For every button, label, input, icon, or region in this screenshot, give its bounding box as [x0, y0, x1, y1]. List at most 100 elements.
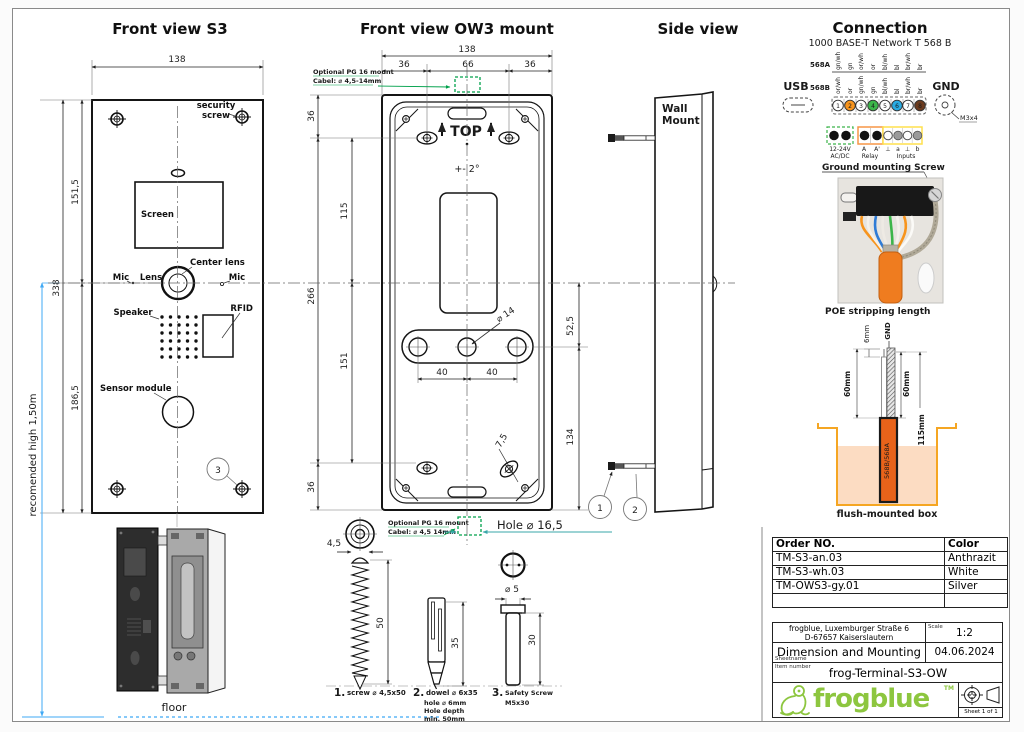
svg-text:6: 6: [895, 103, 899, 110]
poe-60l: 60mm: [843, 371, 852, 397]
poe-diagram: 6mm GND 60mm 60mm: [817, 322, 957, 520]
svg-text:bl: bl: [894, 64, 901, 70]
color-col-header: Color: [944, 537, 1008, 552]
table-row: TM-S3-wh.03 White: [772, 565, 1008, 580]
ground-screw-label: Ground mounting Screw: [822, 163, 945, 173]
side-wall-mount-2: Mount: [662, 115, 700, 127]
side-view: Wall Mount 1 2: [588, 91, 718, 521]
s3-dim-width: 138: [168, 55, 185, 65]
svg-text:5: 5: [883, 103, 887, 110]
s3-sensor-circle: [161, 395, 195, 429]
poe-6mm: 6mm: [863, 325, 871, 343]
s3-label-lens: Lens: [140, 273, 162, 283]
label-568b: 568B: [810, 84, 830, 92]
svg-text:b: b: [916, 146, 920, 153]
s3-label-mic-left: Mic: [113, 273, 129, 283]
s3-status-slot: [170, 168, 186, 178]
svg-text:bl/wh: bl/wh: [882, 78, 889, 94]
date-value: 04.06.2024: [934, 646, 995, 658]
hw-safety-num: 3.: [492, 687, 503, 699]
ow3-dim-hole-offset: 52,5: [566, 316, 576, 336]
hw-dowel-sub1: hole ⌀ 6mm: [424, 699, 466, 707]
s3-label-mic-right: Mic: [229, 273, 245, 283]
poe-60r: 60mm: [902, 371, 911, 397]
s3-recommended-height-label: recomended high 1,50m: [28, 394, 39, 517]
floor-label: floor: [162, 701, 187, 714]
photo-orange-cable: [878, 251, 903, 304]
svg-text:⊥: ⊥: [905, 146, 910, 153]
color-cell: Anthrazit: [944, 551, 1008, 566]
ow3-dim-width: 138: [458, 45, 475, 55]
s3-isometric-view: floor: [22, 513, 440, 718]
svg-text:2: 2: [848, 103, 852, 110]
side-callout-2: 2: [632, 506, 638, 516]
svg-text:gn: gn: [847, 62, 854, 70]
date-cell: 04.06.2024: [926, 643, 1003, 663]
table-row: TM-S3-an.03 Anthrazit: [772, 551, 1008, 566]
projection-symbol: [959, 683, 1003, 707]
hardware-screw: 4,5 50 1. screw ⌀ 4,5x50: [327, 517, 406, 699]
svg-text:bl/wh: bl/wh: [882, 54, 889, 70]
svg-text:Relay: Relay: [862, 153, 879, 160]
ow3-oval-screw-tl: [416, 131, 438, 145]
s3-label-security-2: screw: [202, 111, 230, 121]
order-no-cell: [772, 593, 945, 608]
gnd-screw-icon: [934, 94, 956, 116]
svg-text:4: 4: [871, 103, 875, 110]
ow3-dim-mid-seg: 66: [462, 60, 474, 70]
side-callout-2-circle: [623, 497, 647, 521]
order-col-header: Order NO.: [772, 537, 945, 552]
ow3-dim-bottom-span: 134: [566, 428, 576, 445]
ow3-hole-note: Hole ⌀ 16,5: [497, 518, 563, 532]
title-front-view-ow3: Front view OW3 mount: [360, 20, 554, 38]
table-row: TM-OWS3-gy.01 Silver: [772, 579, 1008, 594]
poe-gnd-wire: [886, 347, 896, 419]
hw-safety-len: 30: [528, 634, 538, 646]
hw-dowel-len: 35: [451, 637, 461, 648]
sheetname-label: Sheetname: [775, 656, 807, 662]
table-row: [772, 593, 1008, 608]
terminal-inputs: ⊥ a ⊥ b Inputs: [882, 126, 923, 160]
ow3-oval-screw-tr: [498, 131, 520, 145]
ow3-pg-cutout-bottom: [457, 516, 482, 536]
sheetname: Dimension and Mounting: [777, 645, 921, 659]
ow3-dim-bottom-offset: 36: [307, 481, 317, 493]
svg-text:br/wh: br/wh: [905, 53, 912, 70]
side-callout-1-circle: [588, 495, 612, 519]
ow3-dim-screen: 115: [340, 202, 350, 219]
item-number-label: Item number: [775, 664, 811, 670]
scale-value: 1:2: [956, 627, 973, 639]
ow3-pg-note-bottom-2: Cabel: ⌀ 4,5 14mm: [388, 528, 456, 536]
svg-text:AC/DC: AC/DC: [830, 153, 849, 160]
order-no-cell: TM-OWS3-gy.01: [772, 579, 945, 594]
svg-text:or/wh: or/wh: [835, 77, 842, 94]
s3-label-security-1: security: [197, 101, 236, 111]
item-number: frog-Terminal-S3-OW: [828, 666, 948, 680]
s3-dim-lower: 186,5: [71, 385, 81, 411]
item-number-cell: Item number frog-Terminal-S3-OW: [773, 663, 1003, 683]
company-address: frogblue, Luxemburger Straße 6 D-67657 K…: [773, 623, 926, 643]
hw-screw-num: 1.: [334, 687, 345, 699]
ow3-dim-screw-span: 266: [307, 287, 317, 304]
trademark: TM: [943, 685, 954, 692]
s3-screen-outline: [134, 181, 224, 249]
title-side-view: Side view: [657, 20, 739, 38]
hw-safety-sub: M5x30: [505, 699, 530, 707]
frog-icon: [780, 685, 810, 716]
svg-text:or/wh: or/wh: [858, 53, 865, 70]
svg-text:gn/wh: gn/wh: [835, 51, 842, 70]
s3-dim-total: 338: [52, 279, 62, 296]
gnd-label: GND: [932, 80, 959, 93]
color-cell: White: [944, 565, 1008, 580]
svg-text:a: a: [896, 146, 900, 153]
s3-speaker-grid: [160, 315, 198, 359]
connection-section: 1000 BASE-T Network T 568 B 568A gn/wh g…: [782, 38, 978, 520]
svg-text:A: A: [862, 146, 867, 153]
sheet-info: Sheet 1 of 1: [959, 707, 1003, 718]
wires-568a: gn/wh gn or/wh or bl/wh bl br/wh br: [835, 51, 924, 70]
terminal-power: 12-24V AC/DC: [826, 126, 854, 160]
title-block: frogblue, Luxemburger Straße 6 D-67657 K…: [772, 622, 1003, 718]
hardware-safety-screw: ⌀ 5 30 3. Safety Screw M5x30: [492, 550, 553, 707]
